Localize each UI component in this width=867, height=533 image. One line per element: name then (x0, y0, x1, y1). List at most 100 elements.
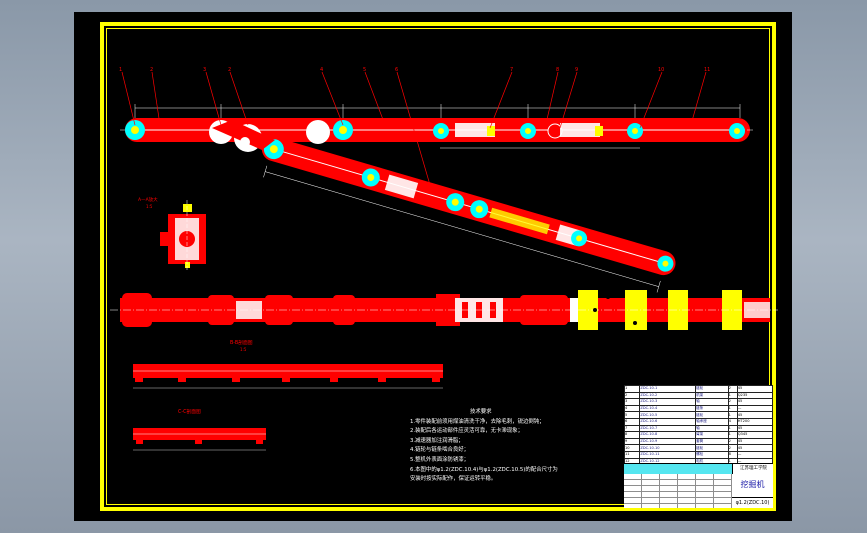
bom-cell-idx: 2 (623, 391, 641, 400)
title-block-company-band (624, 464, 732, 474)
bom-cell-idx: 4 (623, 404, 641, 413)
bom-cell-qty: 1 (727, 431, 738, 439)
drawing-border-outer (100, 22, 776, 511)
title-block-drawing-name: 挖掘机 (740, 480, 765, 489)
technical-requirements: 技术要求 1.零件装配前须用煤油清洗干净，去除毛刺，锐边倒钝； 2.装配后各运动… (410, 408, 605, 485)
bom-cell-qty: 1 (727, 411, 738, 419)
bom-cell-qty: 4 (727, 417, 738, 426)
bom-cell-nm: 螺栓 (695, 450, 729, 459)
bom-cell-mat: Q235 (736, 391, 774, 400)
balloon-4: 2 (228, 67, 231, 73)
note-line-4: 4.链轮与链条啮合良好； (410, 447, 470, 454)
title-block: 江苏理工学院 挖掘机 φ1.2(ZDC.10) (624, 463, 773, 508)
bom-cell-qty: 1 (727, 404, 738, 413)
balloon-10: 9 (575, 67, 578, 73)
title-block-company: 江苏理工学院 (732, 464, 774, 474)
bom-cell-qty: 1 (727, 424, 738, 433)
bom-cell-mat: HT200 (736, 417, 774, 426)
bom-cell-nm: 轴 (695, 398, 729, 406)
bom-cell-idx: 3 (623, 398, 641, 406)
note-line-5: 5.整机外表面涂防锈漆； (410, 456, 470, 463)
balloon-3: 3 (203, 67, 206, 73)
bom-cell-idx: 7 (623, 424, 641, 433)
bom-cell-code: ZDC.10.4 (639, 404, 697, 413)
bom-cell-code: ZDC.10.1 (639, 385, 697, 393)
bom-cell-nm: 链轮 (695, 411, 729, 419)
technical-requirements-title: 技术要求 (470, 409, 492, 415)
balloon-6: 5 (363, 67, 366, 73)
balloon-callouts (121, 71, 707, 186)
bom-cell-qty: 2 (727, 444, 738, 452)
bom-cell-nm: 机架 (695, 391, 729, 400)
bom-cell-mat: Q345 (736, 431, 774, 439)
bom-cell-idx: 10 (623, 444, 641, 452)
title-block-grid (624, 474, 732, 508)
bom-cell-nm: 套筒 (695, 437, 729, 446)
section-c-label: C-C剖面图 (178, 408, 201, 415)
balloon-9: 8 (556, 67, 559, 73)
note-line-6: 6.本图中的φ1.2(ZDC.10.4)与φ1.2(ZDC.10.5)的配合尺寸… (410, 466, 558, 473)
note-line-1: 1.零件装配前须用煤油清洗干净，去除毛刺，锐边倒钝； (410, 418, 545, 425)
bom-cell-idx: 8 (623, 431, 641, 439)
section-c-view: C-C剖面图 (133, 408, 266, 451)
bom-cell-mat: — (736, 450, 774, 459)
bom-cell-code: ZDC.10.10 (639, 444, 697, 452)
bom-cell-idx: 9 (623, 437, 641, 446)
bom-cell-idx: 11 (623, 450, 641, 459)
idler-wheel-3 (306, 120, 330, 144)
bom-cell-code: ZDC.10.2 (639, 391, 697, 400)
coupling-2 (560, 123, 600, 137)
bom-cell-code: ZDC.10.3 (639, 398, 697, 406)
bom-cell-qty: 2 (727, 398, 738, 406)
bom-cell-mat: 45 (736, 437, 774, 446)
bom-cell-nm: 轴承座 (695, 417, 729, 426)
bom-cell-mat: 45 (736, 411, 774, 419)
bom-cell-mat: 45 (736, 424, 774, 433)
title-block-drawing-number: φ1.2(ZDC.10) (732, 497, 773, 508)
detail-a-label: A—A放大 (138, 196, 158, 203)
balloon-5: 4 (320, 67, 323, 73)
bom-cell-code: ZDC.10.6 (639, 417, 697, 426)
drawing-border-inner (106, 28, 770, 505)
bom-cell-mat: — (736, 404, 774, 413)
lower-arm-assembly (261, 137, 676, 293)
bom-cell-code: ZDC.10.11 (639, 450, 697, 459)
bom-cell-mat: 45 (736, 385, 774, 393)
balloon-12: 11 (704, 67, 710, 73)
bom-cell-nm: 链条 (695, 404, 729, 413)
bom-cell-code: ZDC.10.9 (639, 437, 697, 446)
bom-cell-idx: 5 (623, 411, 641, 419)
shaft-section-view (110, 290, 778, 330)
note-line-2: 2.装配后各运动部件应灵活可靠，无卡滞现象； (410, 428, 523, 435)
section-b-scale: 1:5 (240, 347, 247, 352)
bom-cell-nm: 轴 (695, 424, 729, 433)
bom-cell-idx: 1 (623, 385, 641, 393)
section-b-label: B-B剖面图 (230, 339, 253, 346)
bom-cell-nm: 链轮 (695, 385, 729, 393)
bom-cell-mat: 45 (736, 398, 774, 406)
note-line-7: 安装时按实际配作，保证运转平稳。 (410, 476, 497, 483)
balloon-7: 6 (395, 67, 398, 73)
detail-a-view: A—A放大 1:5 (138, 196, 206, 270)
bom-cell-code: ZDC.10.5 (639, 411, 697, 419)
bom-cell-idx: 6 (623, 417, 641, 426)
bom-cell-mat: 45 (736, 444, 774, 452)
bom-cell-nm: 臂架 (695, 431, 729, 439)
detail-a-scale: 1:5 (146, 204, 153, 209)
bom-cell-qty: 2 (727, 437, 738, 446)
balloon-numbers: 1 2 3 2 4 5 6 7 8 9 10 11 (119, 67, 710, 73)
bom-cell-qty: 1 (727, 391, 738, 400)
balloon-2: 2 (150, 67, 153, 73)
